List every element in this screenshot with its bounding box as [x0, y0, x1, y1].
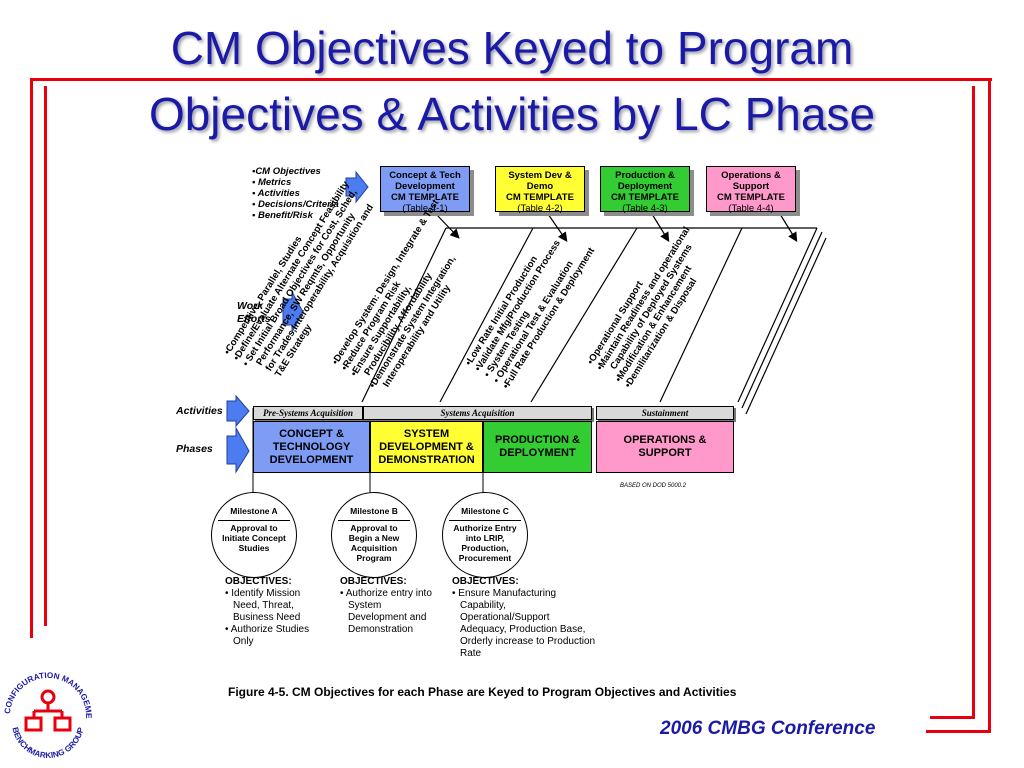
template-ref: (Table 4-2) [517, 203, 563, 214]
template-box-concept: Concept & Tech Development CM TEMPLATE (… [380, 166, 470, 214]
objectives-heading: OBJECTIVES: [452, 576, 519, 587]
milestone-title: Milestone C [461, 506, 509, 516]
based-on-note: BASED ON DOD 5000.2 [620, 483, 687, 489]
legend-item: • Benefit/Risk [252, 210, 313, 221]
milestone-desc-line: Approval to [350, 523, 398, 533]
conference-label: 2006 CMBG Conference [660, 718, 876, 739]
milestone-desc-line: Approval to [230, 523, 278, 533]
legend-item: • Metrics [252, 177, 292, 188]
template-line: Development [395, 181, 455, 192]
template-line: Demo [526, 181, 554, 192]
template-box-sdd: System Dev & Demo CM TEMPLATE (Table 4-2… [495, 166, 585, 214]
phase-line: DEVELOPMENT [269, 453, 354, 466]
phase-line: SYSTEM [403, 427, 450, 440]
phase-line: PRODUCTION & [495, 434, 580, 446]
template-ref: (Table 4-3) [622, 203, 668, 214]
objectives-a: OBJECTIVES: • Identify Mission Need, Thr… [225, 576, 317, 648]
slide-title-line2: Objectives & Activities by LC Phase [148, 88, 876, 140]
logo-network-icon [24, 689, 72, 732]
milestone-desc-line: Initiate Concept [222, 533, 286, 543]
objectives-heading: OBJECTIVES: [340, 576, 407, 587]
milestone-desc: Authorize Entry into LRIP, Production, P… [447, 523, 523, 563]
milestone-desc-line: Studies [238, 543, 270, 553]
phase-concept: CONCEPT & TECHNOLOGY DEVELOPMENT [253, 421, 370, 473]
milestone-b: Milestone B Approval to Begin a New Acqu… [331, 492, 417, 578]
right-block-arrow-icon [345, 170, 369, 204]
milestone-title: Milestone B [350, 506, 398, 516]
template-line: Concept & Tech [389, 170, 461, 181]
phase-operations: OPERATIONS & SUPPORT [596, 421, 734, 473]
template-line: CM TEMPLATE [717, 192, 785, 203]
template-line: CM TEMPLATE [506, 192, 574, 203]
template-contents-list: •CM Objectives • Metrics • Activities • … [252, 166, 339, 221]
right-block-arrow-icon [282, 291, 304, 333]
objective-item: • Authorize Studies Only [225, 624, 310, 647]
phase-line: OPERATIONS & [623, 434, 707, 446]
milestone-desc: Approval to Initiate Concept Studies [216, 523, 292, 553]
objectives-heading: OBJECTIVES: [225, 576, 292, 587]
template-ref: (Table 4-4) [728, 203, 774, 214]
legend-item: •CM Objectives [252, 166, 321, 177]
cmbg-logo: CONFIGURATION MANAGEMENT BENCHMARKING GR… [0, 664, 93, 760]
objective-item: • Ensure Manufacturing Capability, Opera… [452, 588, 596, 659]
milestone-desc-line: Program [356, 553, 392, 563]
right-block-arrow-icon [226, 426, 250, 474]
objective-item: • Identify Mission Need, Threat, Busines… [225, 588, 301, 623]
objective-item: • Authorize entry into System Developmen… [340, 588, 432, 635]
milestone-desc-line: Authorize Entry [453, 523, 517, 533]
objectives-b: OBJECTIVES: • Authorize entry into Syste… [340, 576, 436, 636]
right-block-arrow-icon [226, 394, 250, 428]
milestone-desc-line: Production, [461, 543, 509, 553]
activity-sustainment: Sustainment [596, 406, 734, 420]
template-ref: (Table 4-1) [402, 203, 448, 214]
activities-label: Activities [176, 405, 223, 417]
milestone-title: Milestone A [230, 506, 278, 516]
phase-line: DEPLOYMENT [499, 447, 576, 459]
slide-title-line1: CM Objectives Keyed to Program [170, 22, 854, 74]
legend-item: • Decisions/Criteria [252, 199, 339, 210]
template-line: Operations & [721, 170, 781, 181]
phase-line: CONCEPT & [279, 427, 344, 440]
template-line: System Dev & [508, 170, 572, 181]
logo-bottom-text: BENCHMARKING GROUP [10, 726, 85, 760]
work-label-line: Work [237, 300, 264, 312]
work-label-line: Efforts [237, 313, 271, 325]
activity-systems-acquisition: Systems Acquisition [363, 406, 592, 420]
template-line: Support [732, 181, 770, 192]
objectives-c: OBJECTIVES: • Ensure Manufacturing Capab… [452, 576, 596, 660]
template-line: CM TEMPLATE [391, 192, 459, 203]
template-box-production: Production & Deployment CM TEMPLATE (Tab… [600, 166, 690, 214]
work-efforts-label: Work Efforts [237, 300, 271, 326]
phase-line: SUPPORT [638, 447, 692, 459]
template-line: Production & [615, 170, 675, 181]
milestone-desc-line: Begin a New [348, 533, 400, 543]
milestone-a: Milestone A Approval to Initiate Concept… [211, 492, 297, 578]
milestone-desc-line: Acquisition [350, 543, 398, 553]
phase-line: TECHNOLOGY [272, 440, 351, 453]
phase-sdd: SYSTEM DEVELOPMENT & DEMONSTRATION [370, 421, 483, 473]
milestone-desc-line: Procurement [458, 553, 512, 563]
activity-pre-systems: Pre-Systems Acquisition [253, 406, 363, 420]
figure-caption: Figure 4-5. CM Objectives for each Phase… [228, 685, 737, 699]
phase-line: DEMONSTRATION [378, 453, 475, 466]
milestone-desc-line: into LRIP, [465, 533, 505, 543]
phase-line: DEVELOPMENT & [379, 440, 474, 453]
template-line: Deployment [617, 181, 673, 192]
milestone-desc: Approval to Begin a New Acquisition Prog… [336, 523, 412, 563]
phase-production: PRODUCTION & DEPLOYMENT [483, 421, 592, 473]
milestone-c: Milestone C Authorize Entry into LRIP, P… [442, 492, 528, 578]
legend-item: • Activities [252, 188, 300, 199]
svg-text:BENCHMARKING GROUP: BENCHMARKING GROUP [10, 726, 85, 760]
template-line: CM TEMPLATE [611, 192, 679, 203]
phases-label: Phases [176, 443, 213, 455]
template-box-operations: Operations & Support CM TEMPLATE (Table … [706, 166, 796, 214]
